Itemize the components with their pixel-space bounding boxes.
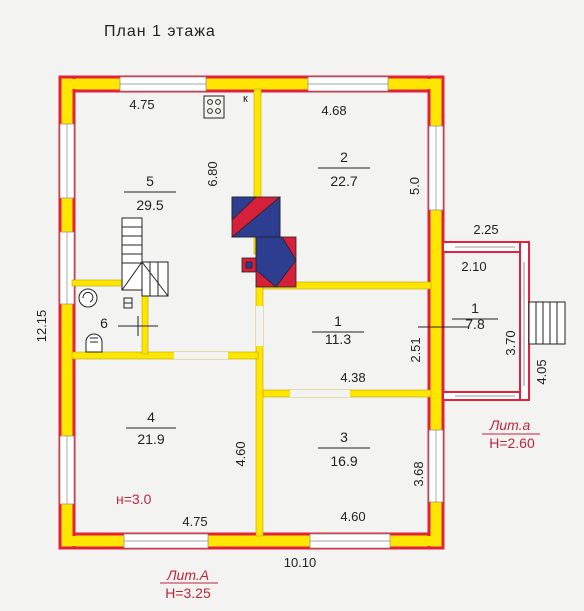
lit-a-porch-name: Лит.а [489, 417, 531, 433]
dim-total-width: 10.10 [284, 555, 317, 570]
dim-room1-depth: 2.51 [408, 337, 423, 362]
dim-veranda-width-top: 2.25 [473, 222, 498, 237]
stove-icon [203, 95, 225, 119]
lit-a-porch-height: Н=2.60 [489, 435, 535, 451]
dim-room4-height: 4.60 [233, 441, 248, 466]
stair-icon [121, 217, 169, 297]
room-3-number: 3 [340, 429, 348, 445]
dim-room2-width: 4.68 [321, 103, 346, 118]
interior-walls [71, 88, 432, 537]
veranda-area: 7.8 [465, 316, 485, 332]
room-1-area: 11.3 [325, 331, 351, 347]
boiler-icon [78, 288, 98, 308]
dim-room4-width: 4.75 [182, 514, 207, 529]
dim-room3-width: 4.60 [340, 509, 365, 524]
dim-room5-width: 4.75 [129, 97, 154, 112]
lit-a-main-height: Н=3.25 [165, 585, 211, 601]
room-2-number: 2 [340, 149, 348, 165]
interior-doors [174, 306, 350, 397]
dim-room5-height: 6.80 [205, 161, 220, 186]
dim-room2-height: 5.0 [407, 177, 422, 195]
room-5-area: 29.5 [136, 197, 163, 213]
room-4-number: 4 [147, 409, 155, 425]
windows [59, 76, 444, 549]
room-6-number: 6 [100, 315, 108, 331]
room6-fixture [118, 297, 158, 336]
room4-height-note: н=3.0 [116, 491, 152, 507]
dim-veranda-width-inner: 2.10 [461, 259, 486, 274]
room-2-area: 22.7 [330, 173, 357, 189]
room-4-area: 21.9 [137, 431, 164, 447]
dim-veranda-depth-outer: 4.05 [534, 359, 549, 384]
room-5-number: 5 [146, 173, 154, 189]
veranda-number: 1 [471, 300, 479, 316]
room-3-area: 16.9 [330, 453, 357, 469]
annotations: н=3.0 Лит.А Н=3.25 Лит.а Н=2.60 [116, 417, 540, 601]
lit-a-main-name: Лит.А [166, 567, 209, 583]
dim-room3-height: 3.68 [411, 461, 426, 486]
dimension-labels: 4.75 6.80 4.68 5.0 2.51 4.38 4.60 4.75 3… [34, 97, 549, 570]
chimney [230, 196, 297, 288]
room-1-number: 1 [334, 313, 342, 329]
outer-walls [58, 75, 445, 550]
room-labels: 5 29.5 2 22.7 1 11.3 6 4 21.9 3 16.9 1 7… [100, 149, 498, 469]
stair-marker: к [243, 93, 248, 105]
dim-room1-width: 4.38 [340, 370, 365, 385]
toilet-icon [85, 333, 103, 353]
dim-veranda-depth-inner: 3.70 [503, 330, 518, 355]
porch-steps-icon [528, 301, 566, 345]
dim-total-height: 12.15 [34, 310, 49, 343]
plan-title: План 1 этажа [104, 23, 216, 40]
